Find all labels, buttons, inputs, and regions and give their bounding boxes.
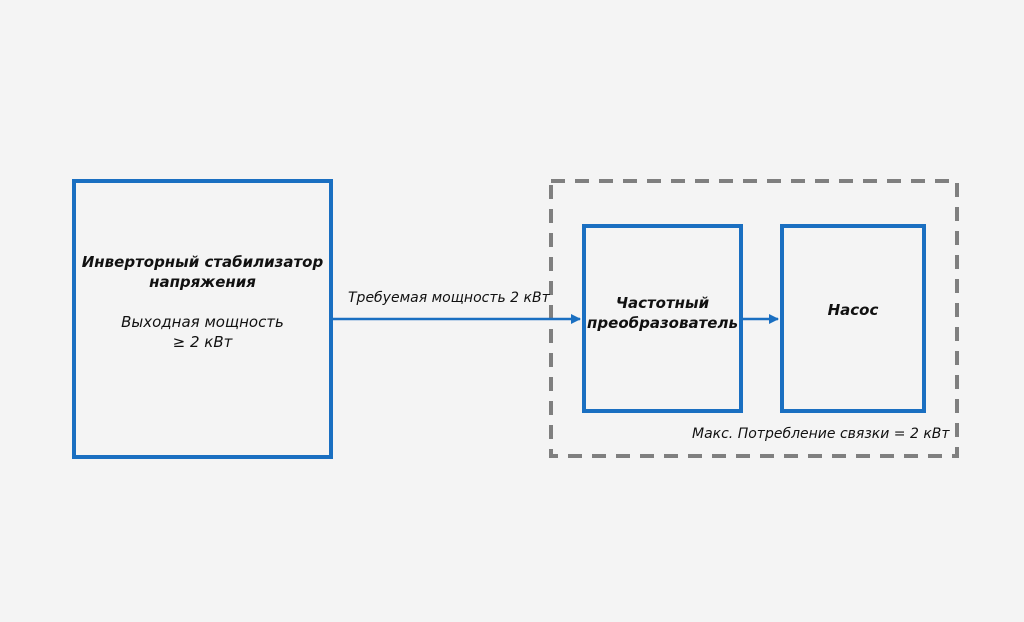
inverter-output-power: Выходная мощность ≥ 2 кВт: [121, 312, 284, 351]
required-power-label: Требуемая мощность 2 кВт: [348, 290, 550, 306]
pump-title: Насос: [827, 300, 879, 319]
inverter-stabilizer-box: Инверторный стабилизатор напряжения Выхо…: [72, 179, 333, 459]
max-consumption-caption: Макс. Потребление связки = 2 кВт: [692, 426, 950, 442]
frequency-converter-title: Частотный преобразователь: [587, 293, 738, 332]
inverter-title: Инверторный стабилизатор напряжения: [81, 252, 324, 291]
frequency-converter-box: Частотный преобразователь: [582, 224, 743, 413]
pump-box: Насос: [780, 224, 926, 413]
